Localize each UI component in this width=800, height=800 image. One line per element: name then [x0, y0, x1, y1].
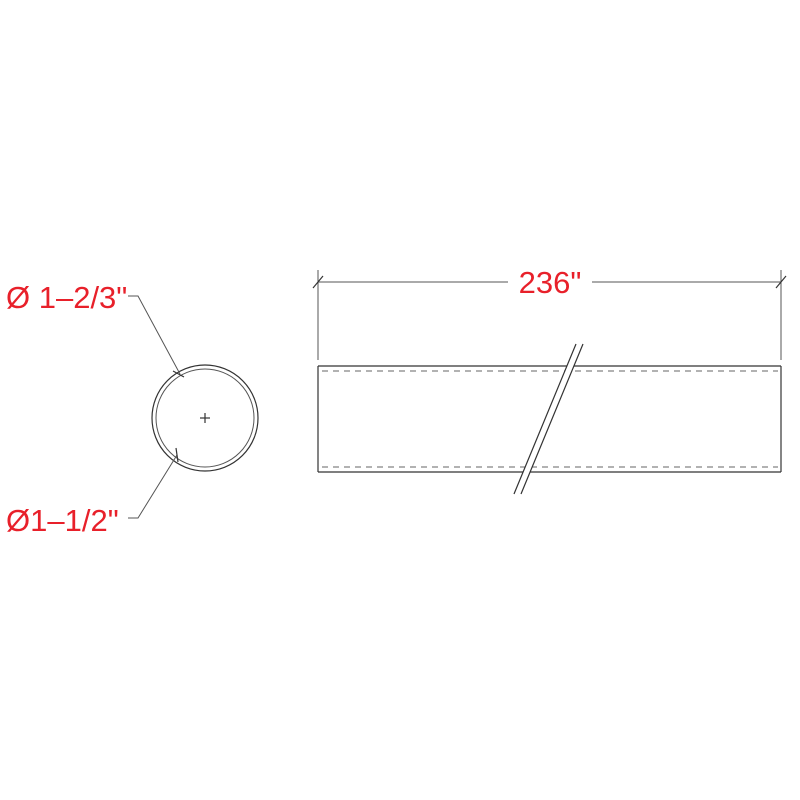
pipe-cross-section	[151, 364, 259, 472]
outer-diameter-label: Ø 1–2/3"	[6, 280, 127, 315]
inner-circle	[155, 368, 255, 468]
outer-diameter-leader	[128, 295, 185, 378]
break-line-left	[513, 343, 577, 495]
pipe-side-view	[317, 343, 782, 495]
inner-diameter-leader	[128, 447, 179, 519]
inner-diameter-label: Ø1–1/2"	[6, 503, 119, 538]
tick-mark-left	[312, 275, 324, 289]
outer-circle	[151, 364, 259, 472]
tick-mark-right	[775, 275, 787, 289]
length-label: 236"	[519, 265, 582, 300]
break-mask	[514, 344, 583, 494]
length-dimension	[312, 270, 787, 360]
break-line-right	[520, 343, 584, 495]
center-mark-icon	[200, 413, 210, 423]
